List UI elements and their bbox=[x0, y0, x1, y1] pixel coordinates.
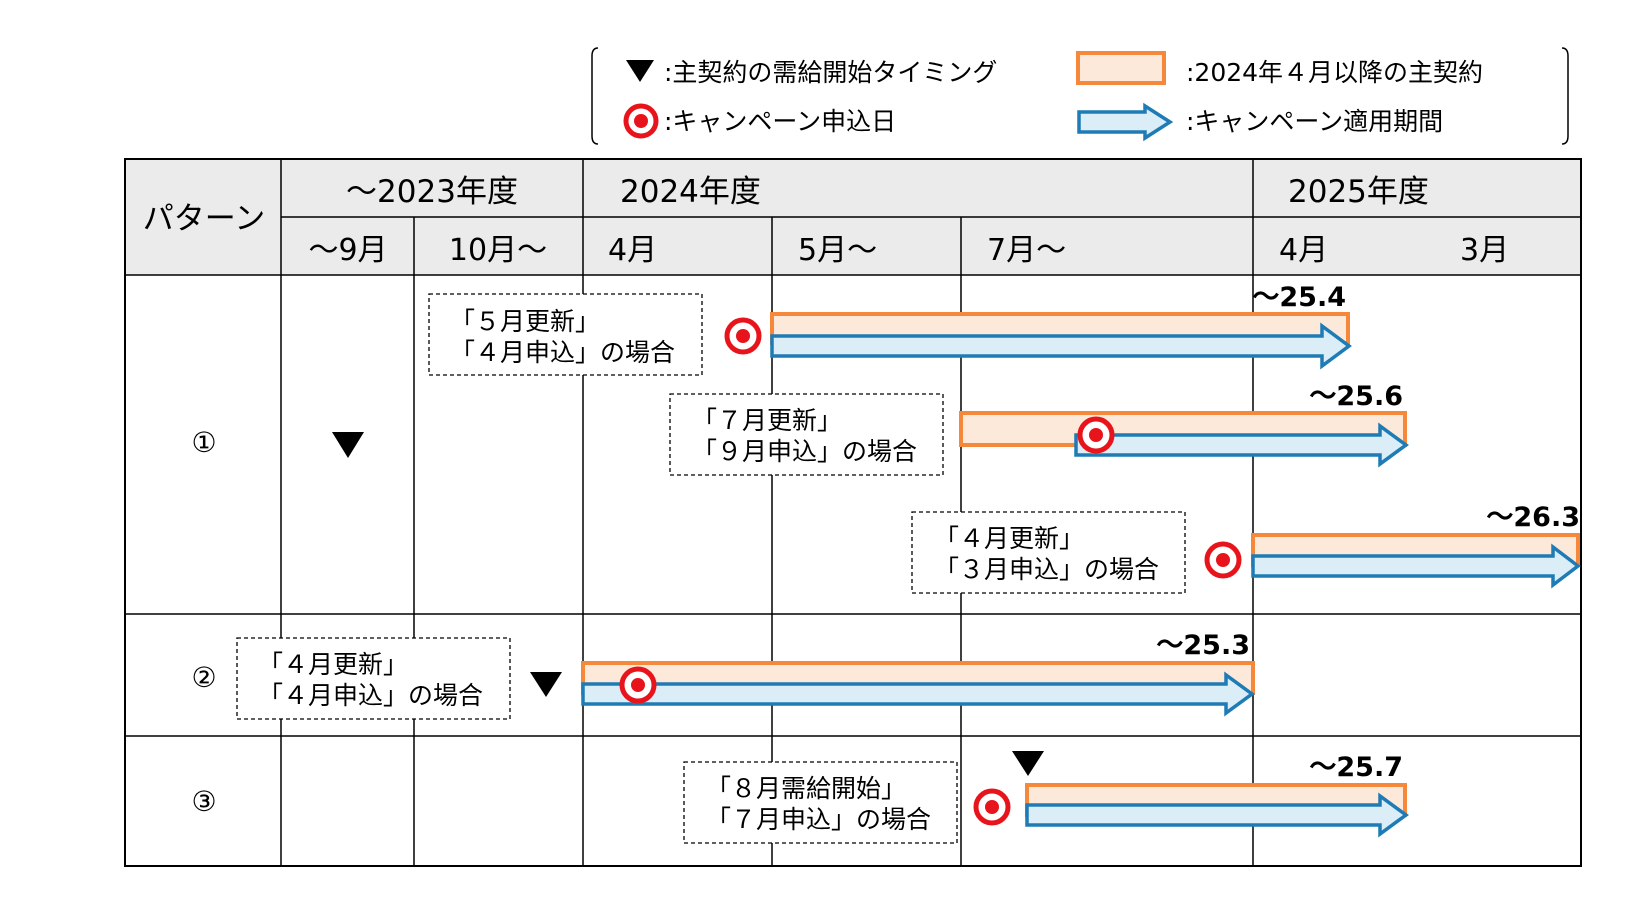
end-date-label: ～25.4 bbox=[1252, 282, 1346, 313]
start-triangle-icon bbox=[626, 60, 654, 82]
case-note-box bbox=[669, 393, 944, 476]
case-note-box bbox=[683, 761, 958, 844]
case-note-box bbox=[428, 293, 703, 376]
end-date-label: ～25.7 bbox=[1309, 752, 1403, 783]
case-note-line1: 「７月更新」 bbox=[692, 406, 842, 435]
end-date-label: ～25.6 bbox=[1309, 381, 1403, 412]
case-note-line1: 「４月更新」 bbox=[934, 524, 1084, 553]
apply-date-marker-icon bbox=[619, 666, 657, 704]
case-apr-renewal-mar-apply: 「４月更新」 「３月申込」の場合 ～26.3 bbox=[911, 502, 1581, 594]
campaign-period-arrow bbox=[1074, 422, 1409, 468]
case-may-renewal-apr-apply: 「５月更新」 「４月申込」の場合 ～25.4 bbox=[428, 282, 1352, 376]
end-date-label: ～26.3 bbox=[1486, 502, 1580, 533]
header-month-apr-2024: 4月 bbox=[608, 233, 657, 268]
case-note-line2: 「７月申込」の場合 bbox=[706, 805, 931, 834]
campaign-period-arrow bbox=[770, 322, 1352, 370]
header-pattern: パターン bbox=[143, 201, 265, 237]
pattern-1-label: ① bbox=[191, 426, 216, 459]
end-date-label: ～25.3 bbox=[1156, 630, 1250, 661]
header-month-to-sep: ～9月 bbox=[308, 233, 387, 268]
header-fy2023: ～2023年度 bbox=[346, 174, 518, 210]
legend-apply-label: :キャンペーン申込日 bbox=[664, 107, 896, 136]
start-triangle-icon bbox=[332, 432, 364, 458]
header-month-apr-2025: 4月 bbox=[1279, 233, 1328, 268]
pattern-3-label: ③ bbox=[191, 785, 216, 818]
legend-period-label: :キャンペーン適用期間 bbox=[1186, 107, 1443, 136]
case-note-line2: 「４月申込」の場合 bbox=[450, 338, 675, 367]
period-arrow-icon bbox=[1077, 102, 1174, 142]
case-note-box bbox=[236, 637, 511, 720]
timeline-table: パターン ～2023年度 2024年度 2025年度 ～9月 10月～ 4月 5… bbox=[124, 158, 1582, 867]
case-note-box bbox=[911, 511, 1186, 594]
case-note-line2: 「３月申込」の場合 bbox=[934, 555, 1159, 584]
case-note-line1: 「５月更新」 bbox=[450, 307, 600, 336]
case-note-line2: 「９月申込」の場合 bbox=[692, 437, 917, 466]
legend-contract-label: :2024年４月以降の主契約 bbox=[1186, 58, 1483, 87]
apply-marker-icon bbox=[623, 103, 659, 139]
legend-bracket-right bbox=[1561, 47, 1569, 145]
start-triangle-icon bbox=[1012, 751, 1044, 776]
legend: :主契約の需給開始タイミング :キャンペーン申込日 :2024年４月以降の主契約… bbox=[591, 47, 1569, 145]
header-month-oct: 10月～ bbox=[449, 233, 547, 268]
header-month-may: 5月～ bbox=[798, 233, 877, 268]
start-triangle-icon bbox=[530, 672, 562, 697]
case-note-line1: 「４月更新」 bbox=[258, 650, 408, 679]
apply-date-marker-icon bbox=[973, 788, 1011, 826]
case-apr-renewal-apr-apply: 「４月更新」 「４月申込」の場合 ～25.3 bbox=[236, 630, 1255, 720]
case-jul-renewal-sep-apply: 「７月更新」 「９月申込」の場合 ～25.6 bbox=[669, 381, 1409, 476]
apply-date-marker-icon bbox=[1077, 416, 1115, 454]
case-note-line2: 「４月申込」の場合 bbox=[258, 681, 483, 710]
case-aug-start-jul-apply: 「８月需給開始」 「７月申込」の場合 ～25.7 bbox=[683, 751, 1409, 844]
campaign-period-arrow bbox=[581, 671, 1255, 717]
campaign-period-arrow bbox=[1251, 543, 1581, 589]
header-month-mar: 3月 bbox=[1460, 233, 1509, 268]
case-note-line1: 「８月需給開始」 bbox=[706, 774, 906, 803]
contract-bar-icon bbox=[1076, 51, 1166, 85]
header-fy2025: 2025年度 bbox=[1288, 174, 1429, 210]
legend-start-label: :主契約の需給開始タイミング bbox=[664, 58, 997, 87]
header-fy2024: 2024年度 bbox=[620, 174, 761, 210]
apply-date-marker-icon bbox=[724, 317, 762, 355]
pattern-2-label: ② bbox=[191, 661, 216, 694]
campaign-period-arrow bbox=[1025, 792, 1409, 838]
legend-bracket-left bbox=[591, 47, 599, 145]
table-border bbox=[124, 158, 1582, 867]
apply-date-marker-icon bbox=[1204, 541, 1242, 579]
header-month-jul: 7月～ bbox=[987, 233, 1066, 268]
